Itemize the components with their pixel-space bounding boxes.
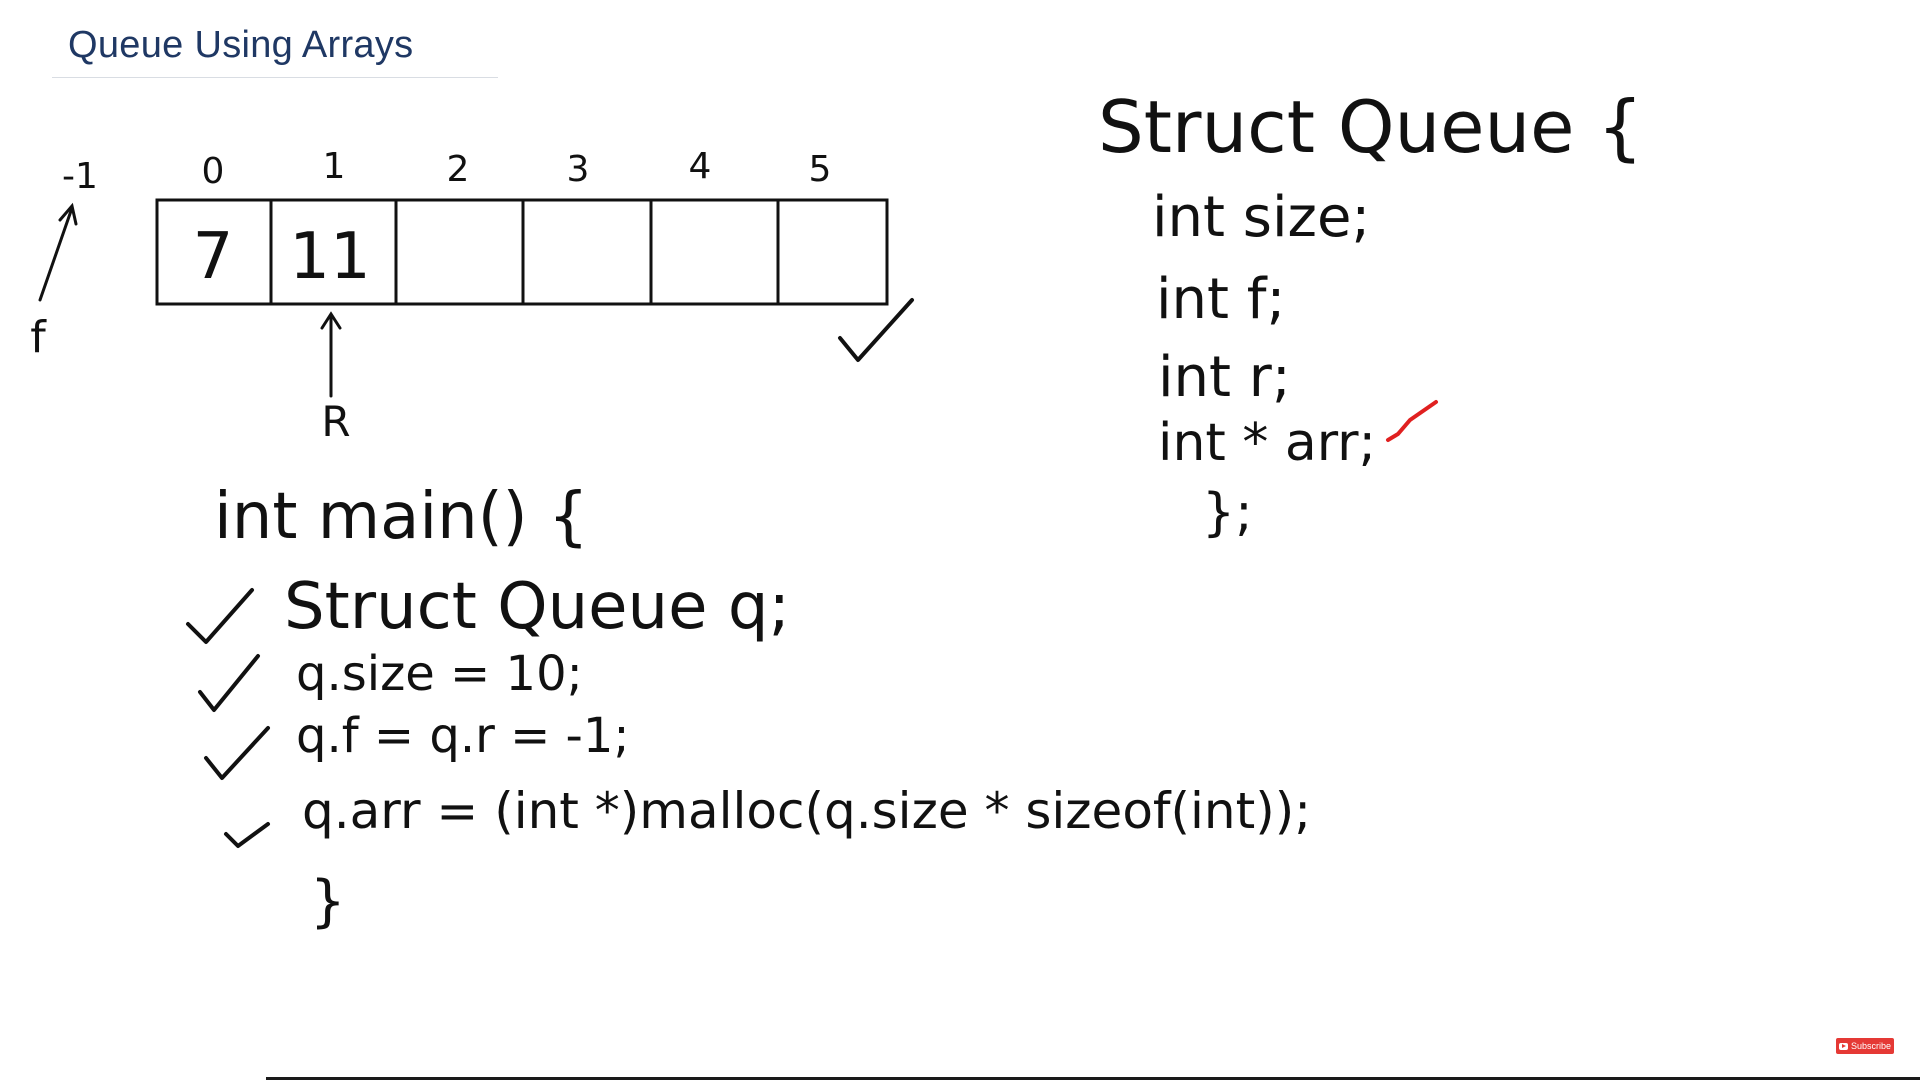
main-code-line: q.f = q.r = -1; — [296, 708, 630, 764]
main-code-line: Struct Queue q; — [284, 570, 790, 644]
check-mark-icon — [186, 588, 254, 644]
array-index-label: 0 — [202, 151, 225, 192]
struct-code-line: int f; — [1156, 267, 1285, 332]
struct-code-line: int r; — [1158, 345, 1291, 410]
subscribe-label: Subscribe — [1850, 1041, 1892, 1051]
rear-pointer-arrow — [320, 311, 342, 398]
struct-code-line: int * arr; — [1158, 413, 1376, 473]
front-pointer-arrow — [38, 202, 78, 302]
check-mark-icon — [224, 822, 270, 848]
front-index-label: -1 — [62, 156, 98, 197]
main-code-line: int main() { — [214, 480, 589, 554]
array-index-label: 1 — [323, 146, 346, 187]
array-cell-value: 11 — [289, 220, 370, 294]
struct-code-line: }; — [1202, 483, 1253, 543]
title-underline — [52, 77, 498, 78]
subscribe-button[interactable]: Subscribe — [1836, 1038, 1894, 1054]
rear-pointer-label: R — [321, 397, 350, 446]
check-mark-icon — [198, 654, 260, 712]
video-progress-bar — [266, 1077, 1920, 1080]
front-pointer-label: f — [30, 312, 47, 363]
check-mark-icon — [1386, 400, 1438, 442]
array-cell-value: 7 — [193, 220, 234, 294]
array-index-label: 4 — [689, 146, 712, 187]
array-index-label: 2 — [447, 149, 470, 190]
array-index-label: 3 — [567, 149, 590, 190]
array-index-label: 5 — [809, 149, 832, 190]
queue-array — [155, 198, 889, 306]
main-code-line: q.size = 10; — [296, 646, 583, 702]
main-code-line: q.arr = (int *)malloc(q.size * sizeof(in… — [302, 782, 1311, 840]
check-mark-icon — [838, 298, 914, 362]
youtube-icon — [1838, 1042, 1848, 1050]
slide-title: Queue Using Arrays — [68, 24, 414, 66]
main-code-line: } — [310, 869, 346, 934]
check-mark-icon — [204, 726, 270, 780]
struct-code-line: Struct Queue { — [1098, 85, 1643, 169]
struct-code-line: int size; — [1152, 185, 1370, 250]
